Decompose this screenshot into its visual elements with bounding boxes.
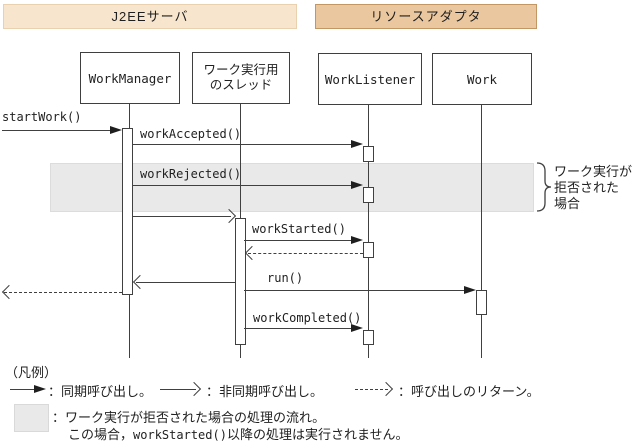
sync-arrowhead-run-icon: [464, 286, 476, 294]
legend-sync-arrow-icon: [10, 389, 35, 390]
legend-rejected-note: この場合，workStarted()以降の処理は実行されません。: [68, 424, 409, 443]
activation-work-thread: [235, 218, 246, 345]
lifeline-box-worklistener: WorkListener: [318, 53, 422, 105]
legend-rejected-label: ：ワーク実行が拒否された場合の処理の流れ。: [52, 410, 326, 425]
sync-arrowhead-workaccepted-icon: [351, 140, 363, 148]
return-arrow-startwork: [4, 292, 122, 293]
sync-arrow-run: [244, 290, 465, 291]
annotation-line2: 拒否された: [554, 180, 620, 195]
activation-work: [476, 290, 487, 315]
message-label-workrejected: workRejected(): [140, 167, 242, 181]
sync-arrow-workstarted: [244, 240, 351, 241]
activation-worklistener-completed: [363, 330, 374, 345]
message-label-startwork: startWork(): [2, 110, 82, 124]
lifeline-box-work: Work: [432, 53, 532, 105]
legend-title: （凡例）: [5, 365, 58, 380]
lifeline-box-workmanager: WorkManager: [80, 52, 180, 104]
lifeline-label-work: Work: [466, 71, 498, 87]
legend-sync-arrowhead-icon: [34, 385, 46, 393]
sync-arrow-startwork: [2, 130, 112, 131]
async-arrow-thread-to-workmanager: [136, 282, 235, 283]
lifeline-label-workmanager: WorkManager: [88, 70, 172, 86]
legend-return-label: ：呼び出しのリターン。: [398, 384, 540, 399]
return-arrow-workstarted: [248, 253, 363, 254]
sync-arrowhead-workrejected-icon: [351, 181, 363, 189]
return-arrowhead-workstarted-icon: [244, 245, 260, 261]
annotation-line3: 場合: [554, 196, 581, 211]
activation-worklistener-accepted: [363, 146, 374, 162]
annotation-line1: ワーク実行が: [554, 164, 633, 179]
legend-rejected-note-prefix: この場合，: [68, 427, 134, 442]
sync-arrowhead-workstarted-icon: [351, 236, 363, 244]
legend-async-arrow-icon: [160, 389, 196, 390]
async-arrow-dispatch-thread: [132, 216, 231, 217]
legend-rejected-note-suffix: 以降の処理は実行されません。: [226, 427, 409, 442]
lifeline-work: [481, 103, 482, 358]
message-label-workaccepted: workAccepted(): [140, 127, 242, 141]
lifeline-label-worklistener: WorkListener: [324, 71, 416, 87]
sync-arrowhead-workcompleted-icon: [351, 324, 363, 332]
header-j2ee-server: J2EEサーバ: [3, 4, 297, 29]
sync-arrow-workaccepted: [132, 144, 351, 145]
lifeline-box-work-thread: ワーク実行用 のスレッド: [192, 52, 290, 104]
activation-worklistener-started: [363, 242, 374, 258]
lifeline-label-work-thread-line2: のスレッド: [209, 78, 273, 92]
return-arrowhead-startwork-icon: [1, 284, 17, 300]
activation-worklistener-rejected: [363, 187, 374, 203]
legend-async-label: ：非同期呼び出し。: [206, 384, 324, 399]
message-label-run: run(): [267, 271, 304, 285]
async-arrowhead-thread-to-workmanager-icon: [132, 274, 148, 290]
sync-arrowhead-startwork-icon: [110, 126, 122, 134]
sync-arrow-workcompleted: [244, 328, 351, 329]
rejected-case-annotation: ワーク実行が 拒否された 場合: [554, 164, 632, 212]
brace-icon: [536, 162, 552, 212]
lifeline-worklistener: [368, 103, 369, 358]
sync-arrow-workrejected: [132, 185, 351, 186]
message-label-workcompleted: workCompleted(): [253, 311, 362, 325]
lifeline-label-work-thread-line1: ワーク実行用: [203, 63, 279, 77]
legend-return-arrowhead-icon: [378, 381, 394, 397]
message-label-workstarted: workStarted(): [252, 222, 346, 236]
activation-workmanager: [122, 128, 133, 295]
legend-rejected-note-code: workStarted(): [133, 428, 227, 442]
legend-async-arrowhead-icon: [186, 381, 202, 397]
header-resource-adapter: リソースアダプタ: [315, 4, 537, 29]
legend-highlight-swatch: [14, 404, 49, 432]
legend-sync-label: ：同期呼び出し。: [48, 384, 153, 399]
legend-return-arrow-icon: [355, 389, 388, 390]
